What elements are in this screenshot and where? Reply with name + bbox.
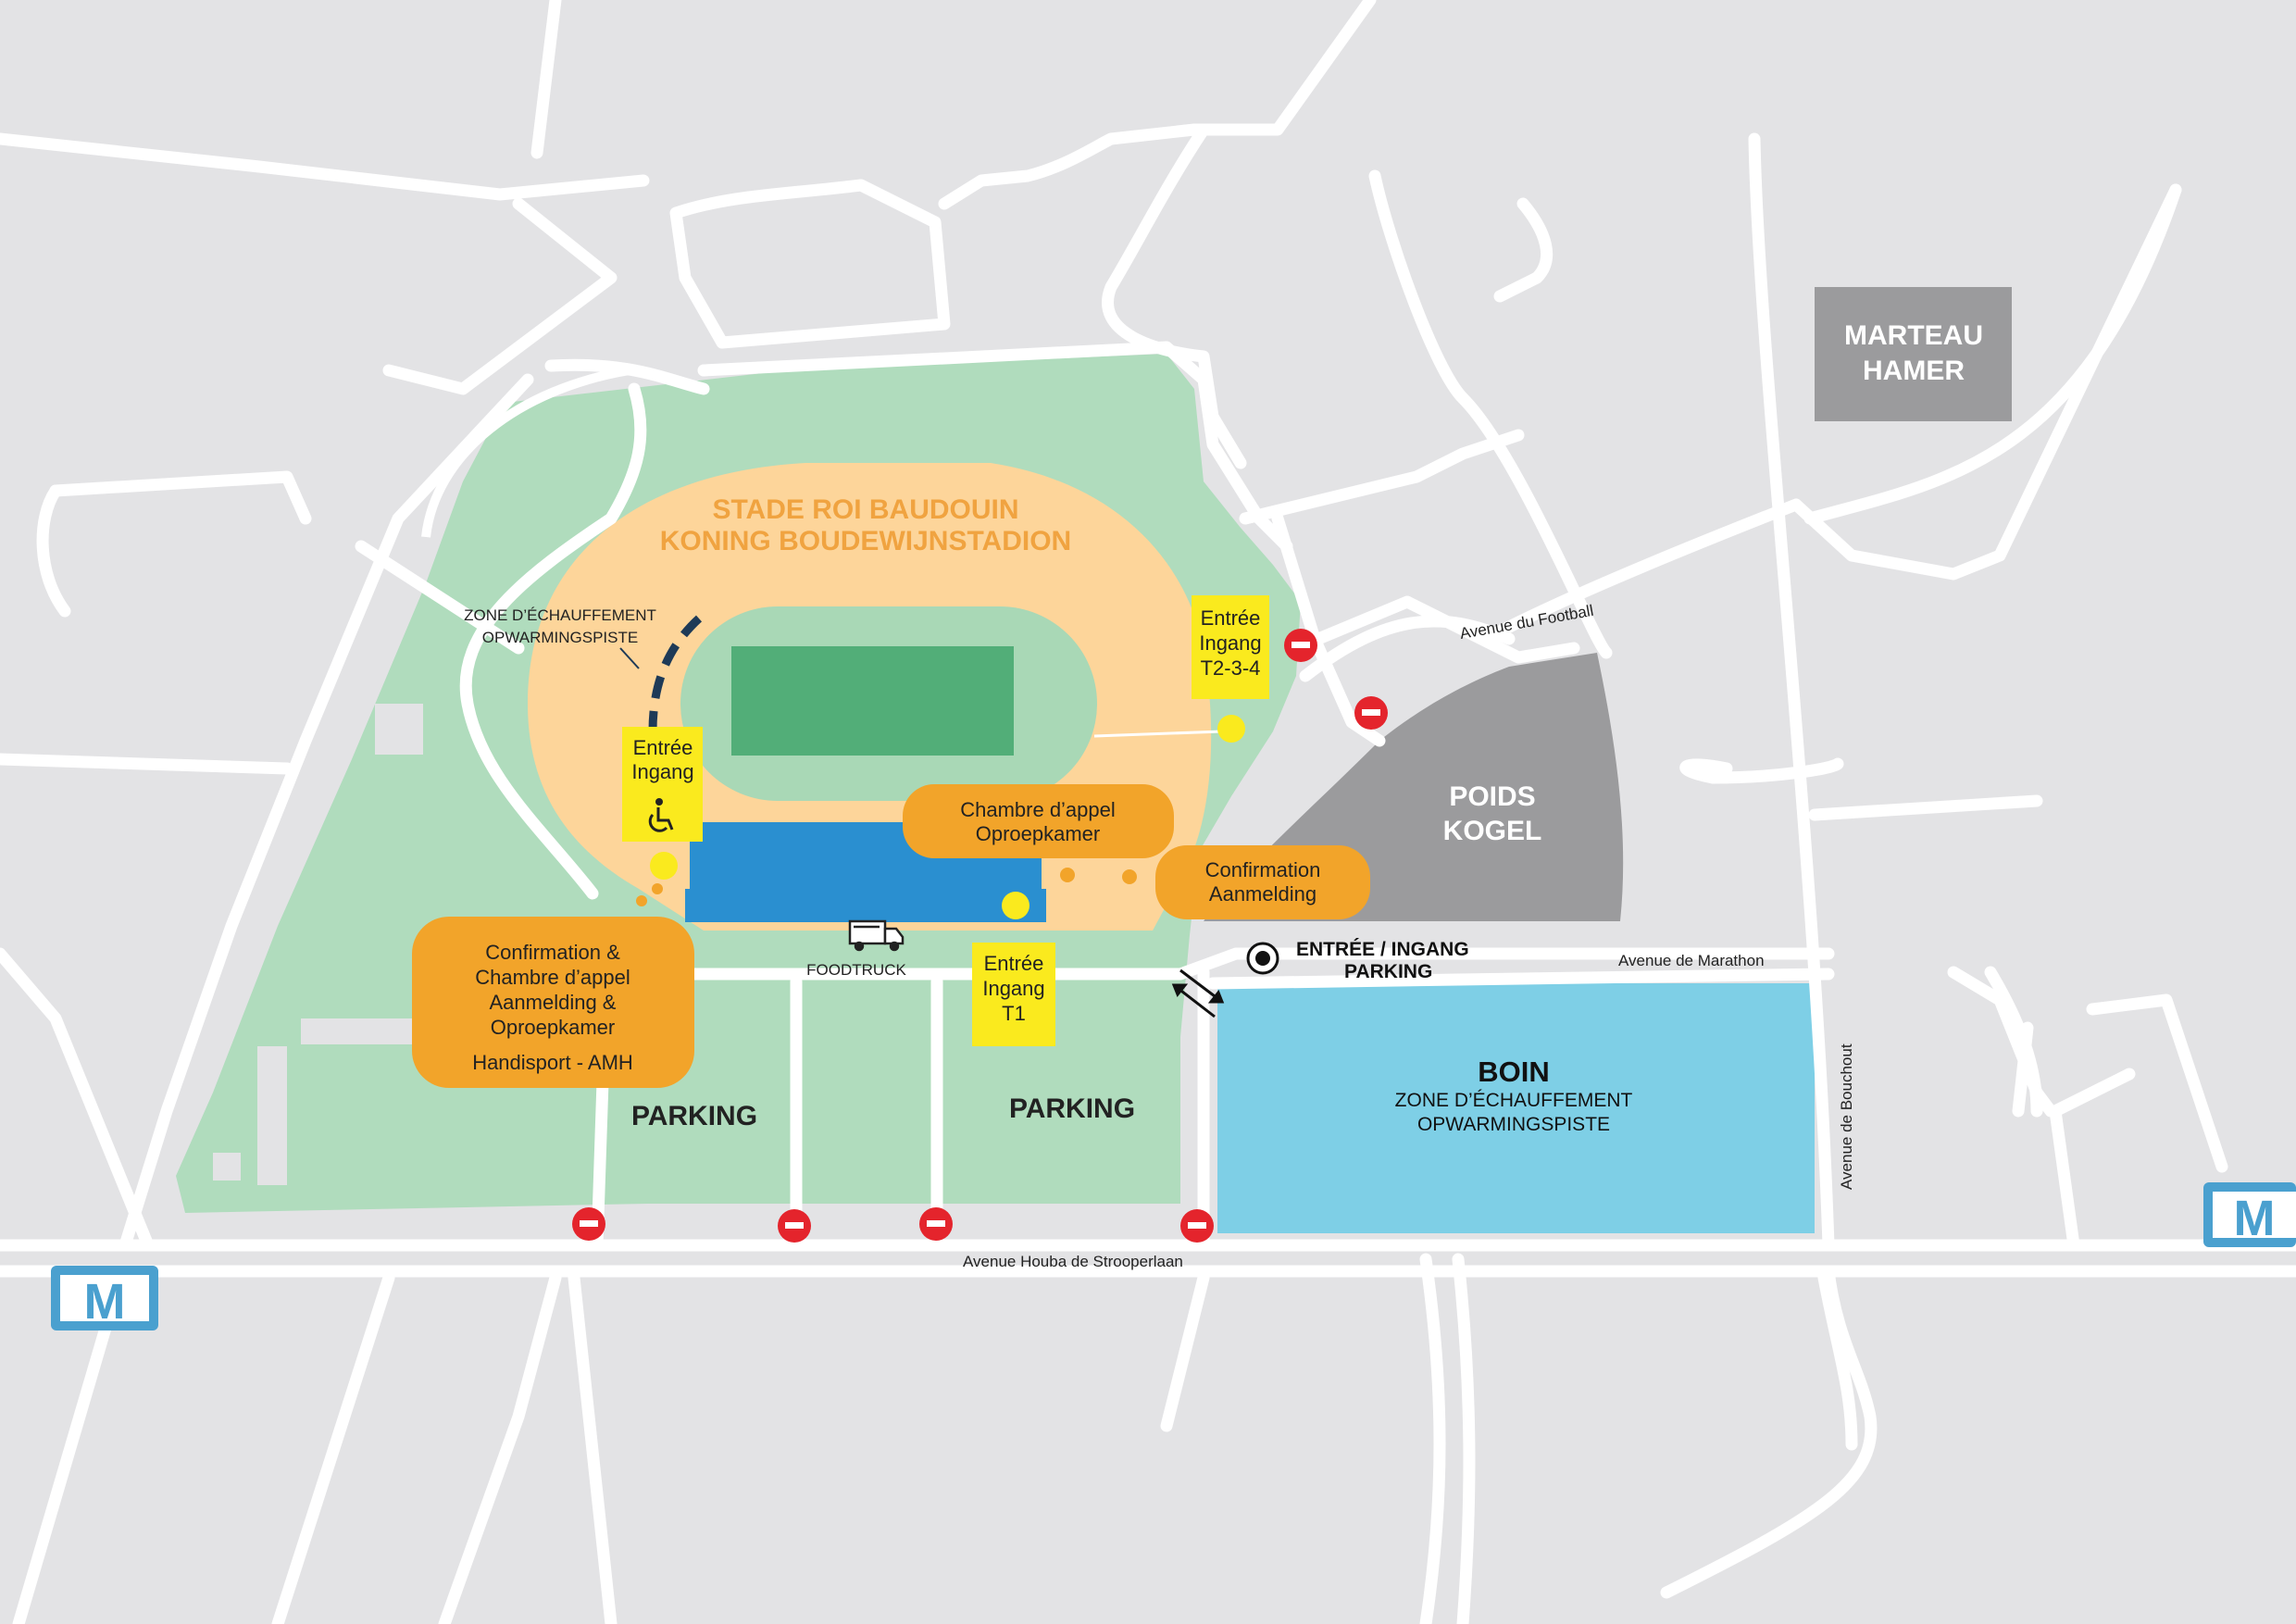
warmup-label-nl: OPWARMINGSPISTE	[482, 629, 638, 646]
call-room-box[interactable]: Chambre d’appel Oproepkamer	[903, 784, 1174, 858]
foodtruck-icon	[848, 919, 905, 952]
no-entry-icon	[1354, 696, 1388, 730]
svg-text:Ingang: Ingang	[1199, 631, 1261, 655]
boin-line-1: ZONE D’ÉCHAUFFEMENT	[1395, 1090, 1633, 1111]
boin-line-2: OPWARMINGSPISTE	[1417, 1114, 1610, 1135]
boin-zone	[1217, 983, 1815, 1233]
svg-text:T1: T1	[1002, 1002, 1026, 1025]
svg-text:Chambre d’appel: Chambre d’appel	[475, 966, 630, 989]
boin-title: BOIN	[1478, 1056, 1550, 1088]
hammer-zone	[1815, 287, 2012, 421]
entrance-point-t1	[1002, 892, 1029, 919]
two-way-arrow-icon	[1171, 968, 1225, 1018]
parking-entrance-label-2: PARKING	[1344, 961, 1432, 982]
entrance-point-t234	[1217, 715, 1245, 743]
hammer-label-2: HAMER	[1863, 356, 1965, 386]
no-entry-icon	[1284, 629, 1317, 662]
warmup-label-fr: ZONE D’ÉCHAUFFEMENT	[464, 606, 656, 624]
svg-text:Entrée: Entrée	[633, 736, 693, 759]
street-marathon: Avenue de Marathon	[1618, 952, 1765, 969]
svg-text:Handisport - AMH: Handisport - AMH	[472, 1051, 633, 1074]
hammer-label-1: MARTEAU	[1844, 320, 1983, 351]
no-entry-icon	[919, 1207, 953, 1241]
handisport-box[interactable]: Confirmation & Chambre d’appel Aanmeldin…	[412, 917, 694, 1088]
stadium-name-nl: KONING BOUDEWIJNSTADION	[660, 526, 1071, 556]
entrance-point-accessible	[650, 852, 678, 880]
svg-text:Aanmelding &: Aanmelding &	[490, 991, 617, 1014]
foodtruck-label: FOODTRUCK	[806, 961, 906, 979]
svg-text:Confirmation: Confirmation	[1205, 858, 1321, 881]
shot-put-label-2: KOGEL	[1443, 816, 1542, 846]
svg-text:Oproepkamer: Oproepkamer	[491, 1016, 616, 1039]
entrance-accessible[interactable]: Entrée Ingang	[622, 727, 703, 842]
svg-text:Chambre d’appel: Chambre d’appel	[960, 798, 1116, 821]
svg-text:Ingang: Ingang	[982, 977, 1044, 1000]
parking-entrance-marker	[1246, 942, 1279, 975]
stadium-name-fr: STADE ROI BAUDOUIN	[712, 494, 1018, 525]
street-bouchout: Avenue de Bouchout	[1838, 1043, 1855, 1190]
entrance-t1[interactable]: Entrée Ingang T1	[972, 943, 1055, 1046]
svg-text:M: M	[2234, 1191, 2276, 1246]
no-entry-icon	[778, 1209, 811, 1243]
entrance-t234[interactable]: Entrée Ingang T2-3-4	[1192, 595, 1269, 699]
svg-text:Aanmelding: Aanmelding	[1209, 882, 1316, 906]
metro-icon[interactable]: M	[2203, 1182, 2296, 1247]
no-entry-icon	[572, 1207, 605, 1241]
metro-icon[interactable]: M	[51, 1266, 158, 1330]
svg-text:T2-3-4: T2-3-4	[1201, 656, 1261, 680]
no-entry-icon	[1180, 1209, 1214, 1243]
svg-text:Entrée: Entrée	[984, 952, 1044, 975]
wheelchair-icon	[648, 798, 674, 832]
svg-text:Confirmation &: Confirmation &	[485, 941, 620, 964]
parking-left-label: PARKING	[631, 1101, 757, 1131]
svg-text:Oproepkamer: Oproepkamer	[976, 822, 1101, 845]
stadium-field	[731, 646, 1014, 756]
confirmation-box[interactable]: Confirmation Aanmelding	[1155, 845, 1370, 919]
svg-text:Ingang: Ingang	[631, 760, 693, 783]
parking-entrance-label-1: ENTRÉE / INGANG	[1296, 939, 1469, 960]
svg-text:M: M	[84, 1274, 126, 1330]
parking-center-label: PARKING	[1009, 1093, 1135, 1124]
street-houba: Avenue Houba de Strooperlaan	[963, 1253, 1183, 1270]
warmup-track-path	[648, 615, 703, 732]
svg-text:Entrée: Entrée	[1201, 606, 1261, 630]
shot-put-label-1: POIDS	[1449, 781, 1535, 812]
